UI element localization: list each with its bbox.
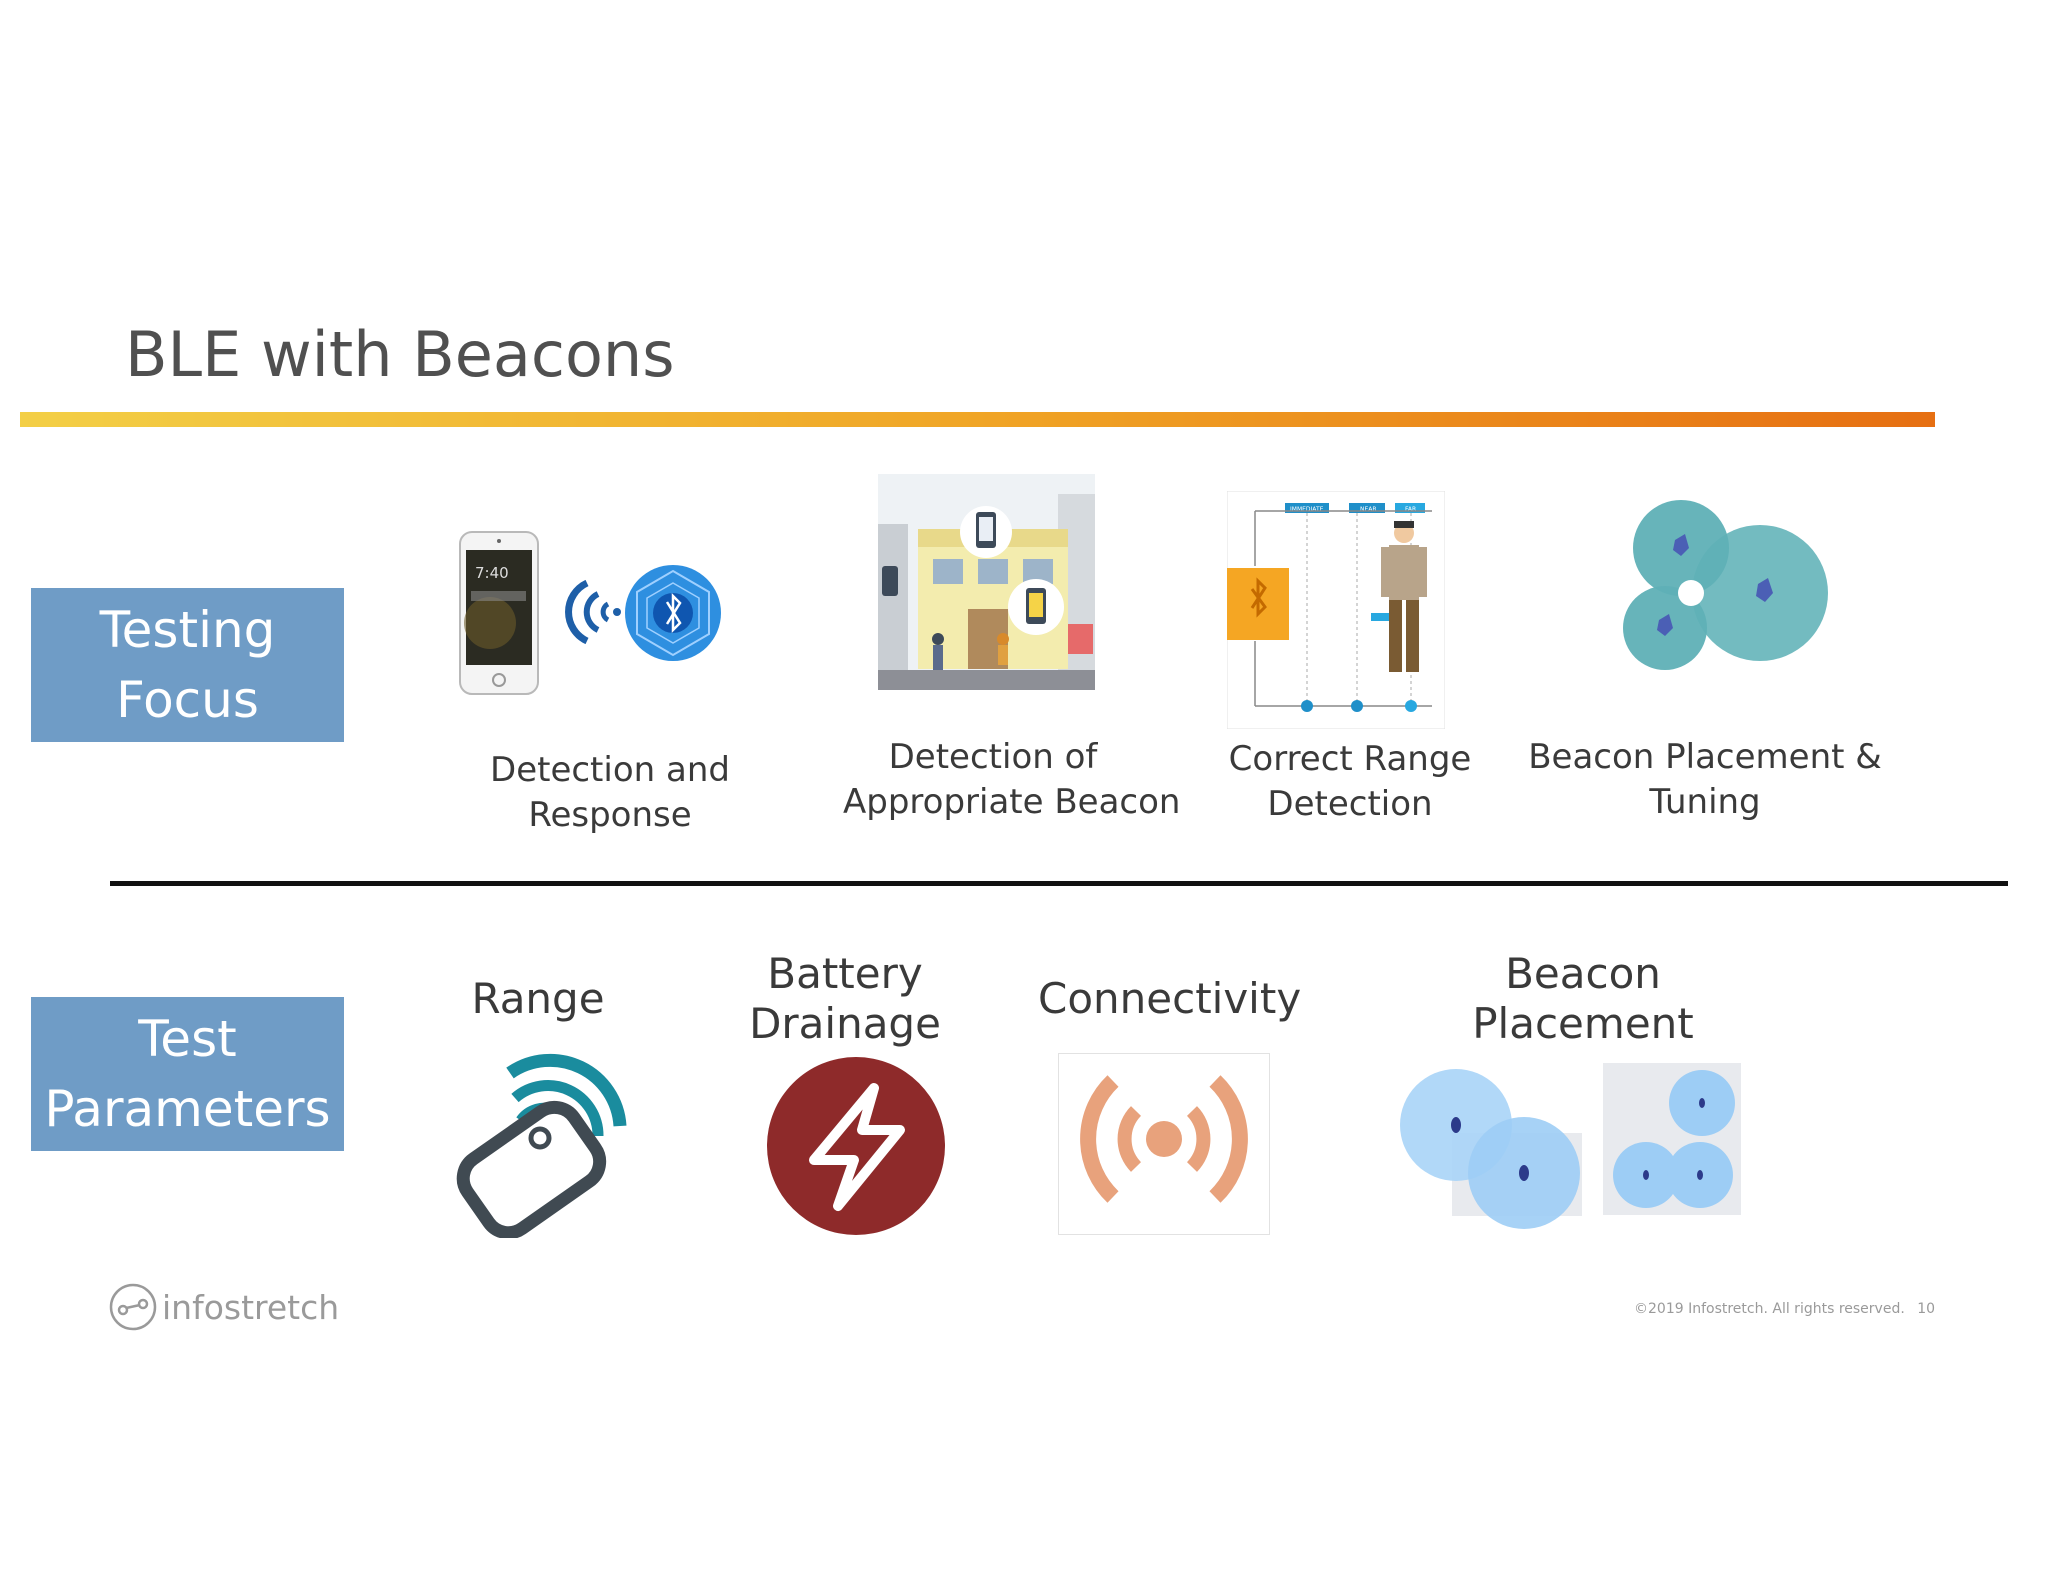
- copyright-text: ©2019 Infostretch. All rights reserved.: [1634, 1301, 1905, 1317]
- page-number: 10: [1917, 1301, 1936, 1317]
- testing-focus-label: Testing Focus: [31, 588, 344, 742]
- testing-focus-label-line1: Testing: [99, 601, 276, 659]
- slide-title: BLE with Beacons: [125, 318, 675, 391]
- test-parameters-label-line1: Test: [138, 1010, 237, 1068]
- param-label-battery-drainage: Battery Drainage: [749, 949, 941, 1048]
- focus-caption-3: Correct Range Detection: [1228, 739, 1472, 824]
- testing-focus-label-line2: Focus: [116, 671, 259, 729]
- focus-caption-4: Beacon Placement & Tuning: [1528, 737, 1882, 822]
- copyright-footer: ©2019 Infostretch. All rights reserved. …: [1634, 1301, 1935, 1317]
- beacon-circles-icon: [1615, 498, 1835, 678]
- range-diagram-icon: IMMEDIATE NEAR FAR: [1227, 491, 1445, 729]
- param-label-beacon-placement: Beacon Placement: [1472, 949, 1694, 1048]
- param-label-connectivity: Connectivity: [1038, 974, 1302, 1023]
- focus-caption-1: Detection and Response: [490, 750, 730, 835]
- infostretch-logo-icon: [109, 1283, 157, 1331]
- logo-text: infostretch: [162, 1287, 340, 1327]
- nfc-tag-icon: [440, 1048, 640, 1238]
- infostretch-logo: infostretch: [108, 1282, 339, 1332]
- range-label-immediate: IMMEDIATE: [1290, 506, 1324, 513]
- section-divider: [110, 881, 2008, 886]
- broadcast-icon: [1058, 1053, 1270, 1235]
- beacon-placement-icon: [1400, 1063, 1745, 1230]
- test-parameters-label: Test Parameters: [31, 997, 344, 1151]
- param-label-range: Range: [471, 974, 605, 1023]
- range-label-far: FAR: [1405, 506, 1416, 513]
- test-parameters-label-line2: Parameters: [44, 1080, 331, 1138]
- street-scene-icon: [878, 474, 1095, 690]
- title-accent-bar: [20, 412, 1935, 427]
- phone-time: 7:40: [475, 564, 509, 582]
- lightning-icon: [766, 1056, 946, 1236]
- focus-caption-2: Detection of Appropriate Beacon: [843, 737, 1181, 822]
- phone-bluetooth-icon: 7:40: [455, 528, 735, 698]
- range-label-near: NEAR: [1360, 506, 1377, 513]
